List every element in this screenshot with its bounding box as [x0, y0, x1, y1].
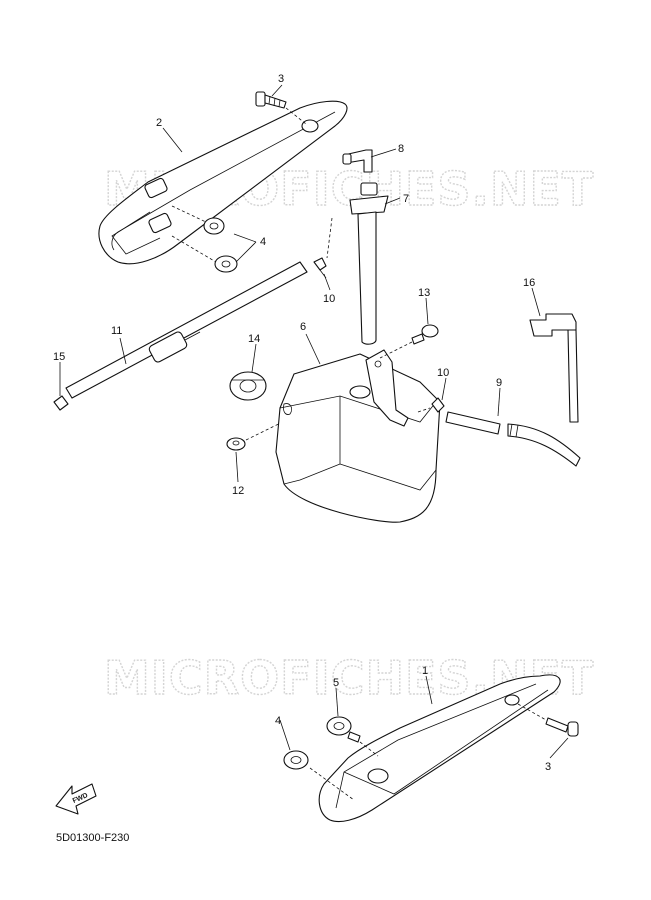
part-12-bolt[interactable] [226, 437, 246, 451]
part-10-clip-right[interactable] [431, 397, 445, 413]
callout-8: 8 [398, 143, 404, 155]
part-3-screw-top[interactable] [255, 91, 287, 109]
part-4-grommet-upper[interactable] [203, 217, 225, 235]
callout-4-bottom: 4 [275, 715, 281, 727]
dash-13-tank [379, 341, 413, 359]
part-11-hose[interactable] [65, 261, 308, 399]
callout-15: 15 [53, 351, 65, 363]
diagram-code: 5D01300-F230 [56, 832, 129, 844]
part-4-grommet-lower[interactable] [214, 255, 238, 273]
part-6-tank[interactable] [275, 349, 441, 523]
callout-3-top: 3 [278, 73, 284, 85]
callout-3-bottom: 3 [545, 761, 551, 773]
part-8-elbow-fitting[interactable] [342, 149, 373, 173]
dash-4-5-bottom [309, 741, 379, 801]
callout-2: 2 [156, 117, 162, 129]
dash-4-top [171, 205, 217, 263]
part-7-sender-unit[interactable] [349, 182, 389, 345]
callout-6: 6 [300, 321, 306, 333]
callout-1: 1 [422, 665, 428, 677]
part-9-hose[interactable] [445, 411, 581, 467]
dash-8-10 [326, 217, 333, 259]
callout-12: 12 [232, 485, 244, 497]
callout-4-top: 4 [260, 236, 266, 248]
callout-14: 14 [248, 333, 260, 345]
part-14-grommet[interactable] [229, 371, 267, 401]
part-4-grommet-bottom[interactable] [283, 750, 309, 770]
part-16-bracket[interactable] [529, 313, 579, 423]
callout-10-right: 10 [437, 367, 449, 379]
part-5-grommet[interactable] [326, 716, 361, 743]
callout-9: 9 [496, 377, 502, 389]
callout-13: 13 [418, 287, 430, 299]
part-15-clip[interactable] [53, 395, 69, 411]
callout-11: 11 [111, 325, 122, 337]
part-2-side-cover-upper[interactable] [98, 100, 348, 265]
callout-10-left: 10 [323, 293, 335, 305]
dash-3-top [285, 107, 307, 125]
dash-10-right [417, 407, 431, 413]
callout-7: 7 [403, 193, 409, 205]
part-10-clip-left[interactable] [313, 257, 327, 279]
part-1-side-cover-lower[interactable] [318, 674, 561, 823]
fwd-arrow-icon: FWD [55, 783, 97, 815]
leader-lines [59, 84, 569, 759]
part-13-bolt[interactable] [411, 324, 439, 345]
part-3-screw-bottom[interactable] [545, 717, 579, 737]
callout-16: 16 [523, 277, 535, 289]
callout-5: 5 [333, 677, 339, 689]
